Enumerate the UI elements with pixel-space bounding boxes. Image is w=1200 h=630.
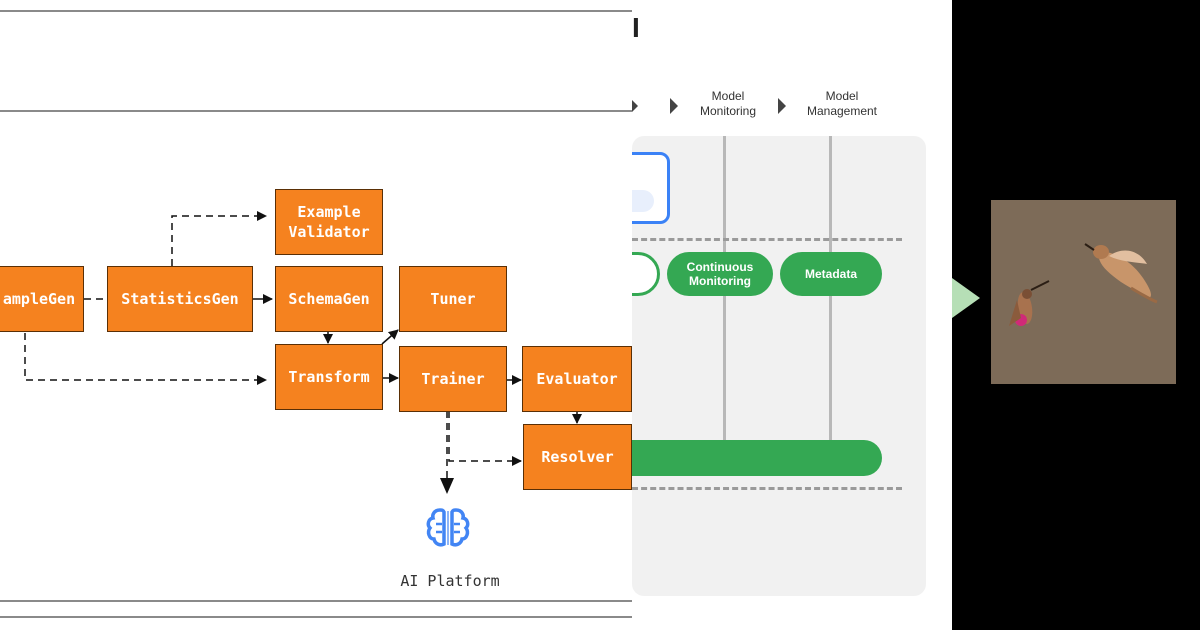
node-examplegen: ampleGen: [0, 266, 84, 332]
stage-arrow-icon: [778, 98, 786, 114]
dashed-separator-top: [632, 238, 902, 241]
green-bar: [632, 440, 882, 476]
hummingbirds-illustration: [1009, 243, 1158, 326]
top-border-line: [0, 10, 632, 12]
panel-title-fragment: I: [632, 12, 640, 43]
node-resolver-label: Resolver: [541, 448, 614, 466]
edge-trainer-resolver: [448, 411, 522, 466]
node-statisticsgen: StatisticsGen: [107, 266, 253, 332]
node-trainer: Trainer: [399, 346, 507, 412]
stage-arrow-icon: [670, 98, 678, 114]
pipeline-connectors: [24, 211, 582, 547]
node-examplevalidator: Example Validator: [275, 189, 383, 255]
pill-label-line1: Continuous: [686, 260, 754, 274]
edge-statisticsgen-examplevalidator: [171, 211, 267, 266]
stage-label-line1: Model: [711, 89, 745, 103]
header-divider: [0, 110, 632, 112]
pill-metadata-label: Metadata: [804, 267, 857, 281]
node-trainer-label: Trainer: [421, 370, 485, 388]
stage-label-line1: Model: [825, 89, 859, 103]
node-examplevalidator-label-1: Example: [297, 203, 361, 221]
node-schemagen: SchemaGen: [275, 266, 383, 332]
node-tuner-label: Tuner: [430, 290, 476, 308]
node-tuner: Tuner: [399, 266, 507, 332]
node-evaluator-label: Evaluator: [536, 370, 618, 388]
image-panel: [952, 0, 1200, 630]
stage-arrow-icon: [632, 98, 638, 114]
lifecycle-background: [632, 136, 926, 596]
hummingbird-large: [1084, 243, 1158, 304]
node-examplegen-label: ampleGen: [2, 290, 76, 308]
bottom-border-line-2: [0, 616, 632, 618]
node-examplevalidator-label-2: Validator: [288, 223, 370, 241]
ai-platform-brain-icon: [426, 508, 470, 547]
pill-metadata: Metadata: [780, 252, 882, 296]
blue-component-box: [632, 152, 670, 224]
blue-component-inner: [632, 190, 654, 212]
node-statisticsgen-label: StatisticsGen: [121, 290, 239, 308]
pill-label-line2: Monitoring: [689, 274, 751, 288]
dashed-separator-bottom: [632, 487, 902, 490]
node-evaluator: Evaluator: [522, 346, 632, 412]
stage-model-monitoring: Model Monitoring: [690, 89, 766, 119]
edge-examplegen-transform: [24, 333, 267, 385]
node-transform-label: Transform: [288, 368, 370, 386]
pill-continuous-monitoring: Continuous Monitoring: [667, 252, 773, 296]
stage-label-line2: Management: [806, 104, 878, 118]
node-schemagen-label: SchemaGen: [288, 290, 370, 308]
bottom-border-line: [0, 600, 632, 602]
stage-label-line2: Monitoring: [699, 104, 757, 118]
ai-platform-label: AI Platform: [400, 572, 500, 590]
hummingbird-photo: [991, 200, 1176, 384]
green-arrow-icon: [952, 278, 980, 318]
lifecycle-panel: I Model Monitoring Model Management Cont…: [632, 0, 952, 630]
hummingbird-small: [1009, 280, 1050, 326]
stage-model-management: Model Management: [798, 89, 886, 119]
edge-transform-tuner: [381, 329, 399, 345]
arrowhead-aiplatform: [440, 478, 454, 494]
pipeline-panel: ampleGen StatisticsGen Example Validator…: [0, 10, 632, 618]
node-resolver: Resolver: [523, 424, 632, 490]
node-transform: Transform: [275, 344, 383, 410]
